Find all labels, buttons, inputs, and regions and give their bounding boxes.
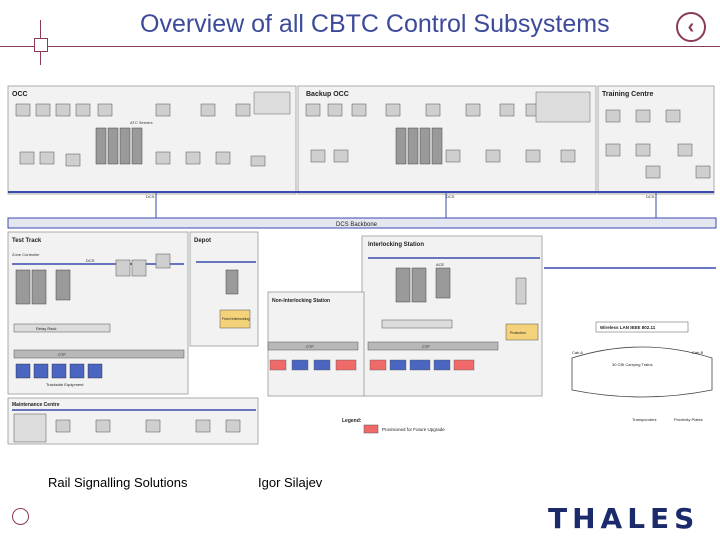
ctf-bar-right [367,341,499,351]
transponders-label: Transponders [632,417,657,422]
depot-panel [189,231,259,347]
ctf-bar-left [267,341,359,351]
title-rule-square [34,38,48,52]
page-title: Overview of all CBTC Control Subsystems [140,10,610,38]
dcs-training-label: DCS [646,194,655,199]
legend-item-label: Provisioned for Future Upgrade [382,427,445,432]
maintenance-panel [7,397,259,445]
ctf-protection-box [505,323,539,341]
chevron-left-icon[interactable]: ‹ [676,12,706,42]
proximity-plates-label: Proximity Plates [674,417,703,422]
dcs-occ-label: DCS [146,194,155,199]
dcs-backbone-bar [7,217,717,229]
ctf-right-label: CTF [422,344,430,349]
depot-fixed-label: Fixed Interlocking [222,317,249,321]
train-outline [571,346,713,398]
footer-author: Igor Silajev [258,475,323,490]
test-track-relay-label: Relay Rack [36,326,56,331]
legend-swatch [363,424,379,434]
title-rule [0,46,720,47]
test-track-trackside-label: Trackside Equipment [46,382,84,387]
occ-label: OCC [12,91,28,98]
test-track-label: Test Track [12,238,42,244]
dcs-backup-label: DCS [446,194,455,199]
depot-label: Depot [194,238,211,244]
test-track-relay-rack [13,323,111,333]
footer-company: Rail Signalling Solutions [48,475,188,490]
ctf-protection-label: Protection [510,331,526,335]
test-track-ctf-bar [13,349,185,359]
train-onboard-label: 30 CBI Carrying Trains [612,362,652,367]
wireless-lan-label: Wireless LAN IEEE 802.11 [600,325,656,330]
non-interlocking-label: Non-Interlocking Station [272,298,330,304]
test-track-ctf-label: CTF [58,352,66,357]
depot-fixed-interlocking [219,309,251,329]
cbtc-architecture-diagram: OCC Backup OCC Training Centre ATC Serve… [7,85,717,445]
training-label: Training Centre [602,91,653,98]
interlocking-label: Interlocking Station [368,242,424,248]
interlocking-ace-label: ACE [436,262,445,267]
test-track-dcs-label: DCS [86,258,95,263]
dcs-backbone-label: DCS Backbone [336,222,378,228]
test-track-zc-label: Zone Controller [12,252,40,257]
backup-occ-label: Backup OCC [306,91,349,98]
wireless-lan-box [595,321,689,333]
maintenance-label: Maintenance Centre [12,402,60,408]
occ-panel [7,85,297,195]
thales-logo: THALES [548,502,700,535]
legend-title: Legend: [342,418,362,424]
slide-circle-icon [12,508,29,525]
train-cab-b: Cab B [692,350,703,355]
ctf-left-label: CTF [306,344,314,349]
atc-servers-label: ATC Servers [130,120,153,125]
train-cab-a: Cab A [572,350,583,355]
interlocking-panel [361,235,543,397]
